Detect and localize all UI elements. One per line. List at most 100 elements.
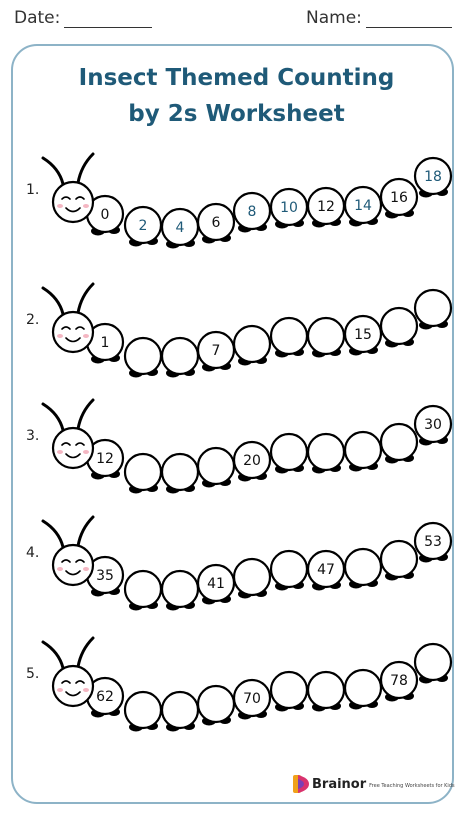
caterpillar-segment[interactable] bbox=[123, 336, 163, 376]
row-number: 3. bbox=[26, 428, 39, 444]
antenna-icon bbox=[76, 282, 95, 315]
caterpillar-segment[interactable] bbox=[343, 314, 383, 354]
antenna-icon bbox=[41, 519, 65, 549]
answer-number: 2 bbox=[139, 218, 148, 234]
brand-tagline: Free Teaching Worksheets for Kids bbox=[369, 783, 455, 789]
caterpillar-segment[interactable] bbox=[160, 336, 200, 376]
answer-number: 14 bbox=[354, 198, 372, 214]
caterpillar-segment[interactable] bbox=[232, 191, 272, 231]
caterpillar-segment[interactable] bbox=[379, 539, 419, 579]
given-number: 1 bbox=[101, 335, 110, 351]
given-number: 6 bbox=[212, 215, 221, 231]
caterpillar-segment[interactable] bbox=[123, 452, 163, 492]
answer-number: 18 bbox=[424, 169, 442, 185]
answer-number: 4 bbox=[176, 220, 185, 236]
worksheet-frame bbox=[11, 44, 454, 804]
given-number: 16 bbox=[390, 190, 408, 206]
caterpillar-segment[interactable] bbox=[306, 316, 346, 356]
antenna-icon bbox=[76, 515, 95, 548]
brand-name: Brainor bbox=[312, 776, 367, 792]
title-line-2: by 2s Worksheet bbox=[128, 101, 345, 127]
caterpillar-segment[interactable] bbox=[269, 187, 309, 227]
caterpillar-segment[interactable] bbox=[269, 670, 309, 710]
caterpillar-segment[interactable] bbox=[413, 288, 453, 328]
antenna-icon bbox=[41, 286, 65, 316]
given-number: 7 bbox=[212, 343, 221, 359]
caterpillar-segment[interactable] bbox=[196, 446, 236, 486]
caterpillar-head-icon bbox=[51, 426, 95, 470]
given-number: 0 bbox=[101, 207, 110, 223]
caterpillar-segment[interactable] bbox=[379, 306, 419, 346]
caterpillar-segment[interactable] bbox=[343, 547, 383, 587]
name-blank-line[interactable] bbox=[365, 13, 452, 28]
worksheet-title: Insect Themed Counting by 2s Worksheet bbox=[0, 60, 473, 132]
caterpillar-row: 4. 53 47 41 35 bbox=[26, 515, 453, 611]
row-number: 1. bbox=[26, 182, 39, 198]
caterpillar-segment[interactable] bbox=[343, 668, 383, 708]
caterpillar-segment[interactable] bbox=[160, 569, 200, 609]
brand-footer: Brainor Free Teaching Worksheets for Kid… bbox=[292, 774, 455, 794]
caterpillar-segment[interactable] bbox=[196, 684, 236, 724]
caterpillar-segment[interactable] bbox=[160, 452, 200, 492]
caterpillar-segment[interactable] bbox=[413, 404, 453, 444]
antenna-icon bbox=[41, 402, 65, 432]
given-number: 62 bbox=[96, 689, 114, 705]
antenna-icon bbox=[76, 152, 95, 185]
caterpillar-segment[interactable] bbox=[379, 422, 419, 462]
given-number: 30 bbox=[424, 417, 442, 433]
caterpillar-segment[interactable] bbox=[413, 642, 453, 682]
antenna-icon bbox=[41, 640, 65, 670]
date-field: Date: bbox=[14, 8, 153, 28]
given-number: 47 bbox=[317, 562, 335, 578]
brainor-logo-icon bbox=[293, 775, 309, 793]
caterpillar-segment[interactable] bbox=[379, 660, 419, 700]
caterpillar-segment[interactable] bbox=[123, 690, 163, 730]
name-field: Name: bbox=[306, 8, 452, 28]
antenna-icon bbox=[76, 398, 95, 431]
row-number: 4. bbox=[26, 545, 39, 561]
caterpillar-segment[interactable] bbox=[269, 432, 309, 472]
row-number: 5. bbox=[26, 666, 39, 682]
caterpillar-segment[interactable] bbox=[413, 521, 453, 561]
date-blank-line[interactable] bbox=[64, 13, 153, 28]
caterpillar-segment[interactable] bbox=[269, 316, 309, 356]
title-line-1: Insect Themed Counting bbox=[78, 65, 395, 91]
given-number: 70 bbox=[243, 691, 261, 707]
caterpillar-segment[interactable] bbox=[232, 324, 272, 364]
caterpillar-row: 2. 15 7 1 bbox=[26, 282, 453, 378]
caterpillar-segment[interactable] bbox=[343, 430, 383, 470]
given-number: 78 bbox=[390, 673, 408, 689]
given-number: 35 bbox=[96, 568, 114, 584]
given-number: 15 bbox=[354, 327, 372, 343]
caterpillar-head-icon bbox=[51, 543, 95, 587]
caterpillar-segment[interactable] bbox=[232, 557, 272, 597]
row-number: 2. bbox=[26, 312, 39, 328]
given-number: 12 bbox=[96, 451, 114, 467]
given-number: 12 bbox=[317, 199, 335, 215]
caterpillar-segment[interactable] bbox=[160, 207, 200, 247]
caterpillar-row: 1. 18 16 14 12 10 8 6 4 2 0 bbox=[26, 152, 453, 249]
caterpillar-segment[interactable] bbox=[269, 549, 309, 589]
answer-number: 8 bbox=[248, 204, 257, 220]
caterpillar-segment[interactable] bbox=[306, 432, 346, 472]
date-label: Date: bbox=[14, 8, 61, 28]
caterpillar-segment[interactable] bbox=[306, 670, 346, 710]
caterpillar-segment[interactable] bbox=[160, 690, 200, 730]
caterpillar-segment[interactable] bbox=[123, 569, 163, 609]
caterpillar-row: 5. 78 70 62 bbox=[26, 636, 453, 732]
caterpillar-segment[interactable] bbox=[123, 205, 163, 245]
caterpillar-head-icon bbox=[51, 664, 95, 708]
answer-number: 10 bbox=[280, 200, 298, 216]
caterpillar-segment[interactable] bbox=[379, 177, 419, 217]
caterpillar-segment[interactable] bbox=[413, 156, 453, 196]
name-label: Name: bbox=[306, 8, 362, 28]
caterpillar-head-icon bbox=[51, 310, 95, 354]
given-number: 53 bbox=[424, 534, 442, 550]
antenna-icon bbox=[76, 636, 95, 669]
antenna-icon bbox=[41, 156, 65, 186]
caterpillar-row: 3. 30 20 12 bbox=[26, 398, 453, 494]
caterpillar-head-icon bbox=[51, 180, 95, 224]
given-number: 20 bbox=[243, 453, 261, 469]
given-number: 41 bbox=[207, 576, 225, 592]
